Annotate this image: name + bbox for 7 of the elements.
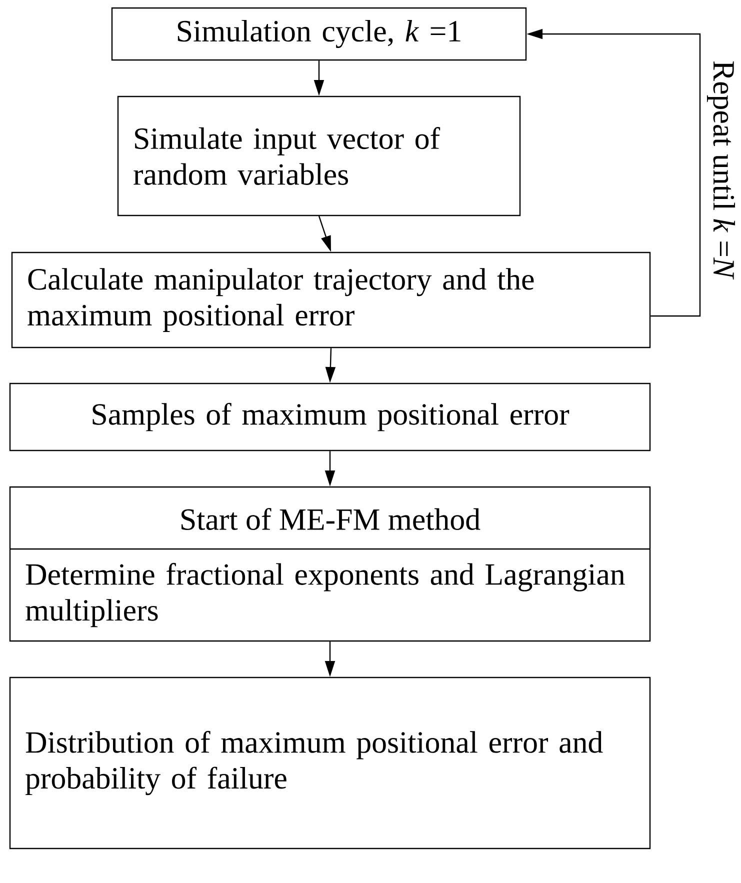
process-box: Start of ME-FM method Determine fractional exponents and Lagrangian multipliers — [9, 486, 651, 642]
edge-label: Repeat until k =N — [707, 61, 735, 280]
process-box: Samples of maximum positional error — [9, 382, 651, 452]
process-box: Simulate input vector of random variables — [117, 96, 521, 216]
process-box: Calculate manipulator trajectory and the maximum positional error — [11, 252, 651, 348]
process-box: Simulation cycle, k =1 — [111, 7, 527, 61]
process-box: Distribution of maximum positional error and probability of failure — [9, 676, 651, 850]
